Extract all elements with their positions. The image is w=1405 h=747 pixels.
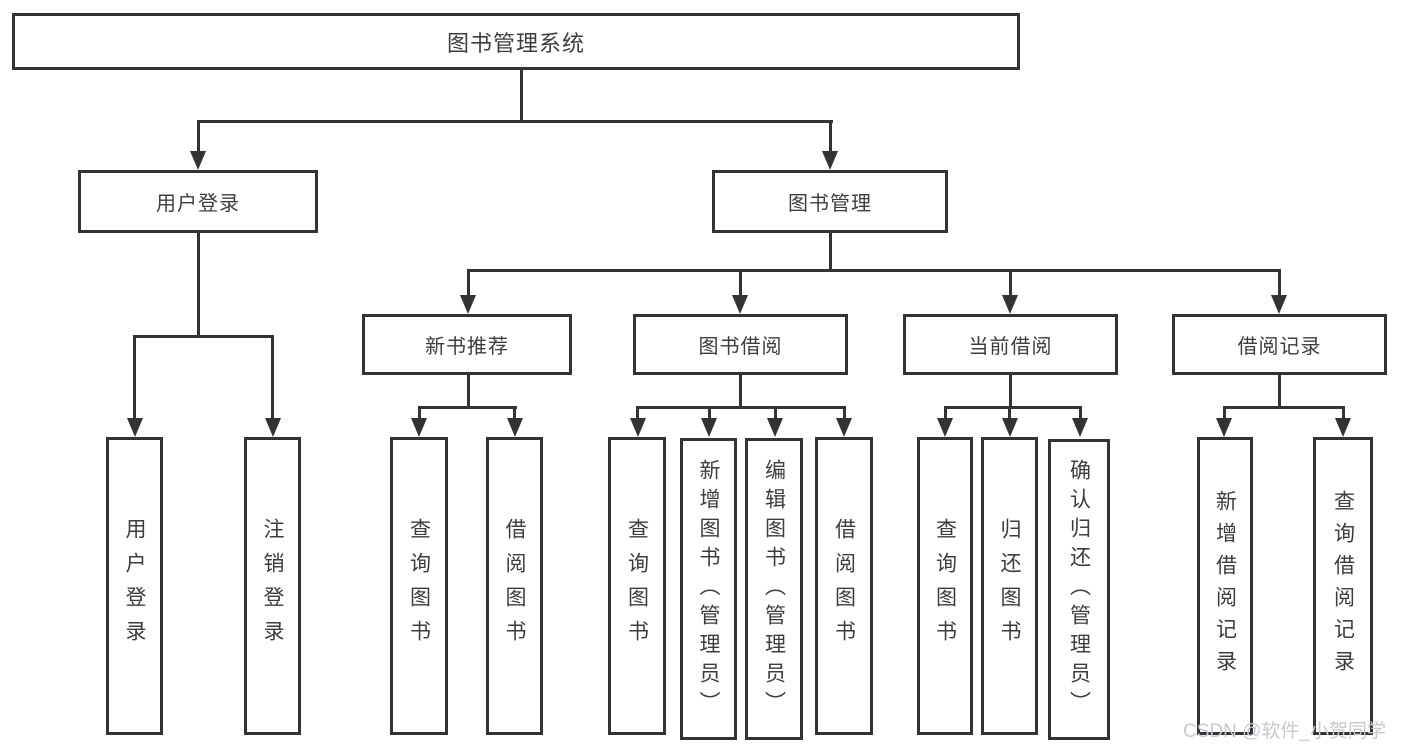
leaf-return-books: 归还图书	[981, 437, 1038, 735]
connector-line	[636, 406, 846, 409]
connector-line	[1277, 269, 1281, 296]
leaf-edit-book-admin: 编辑图书（管理员）	[745, 438, 803, 740]
arrow-down-icon	[1335, 418, 1351, 437]
connector-line	[773, 406, 777, 418]
connector-line	[417, 406, 421, 418]
connector-line	[1341, 406, 1345, 418]
node-current-borrowing: 当前借阅	[903, 314, 1118, 375]
arrow-down-icon	[822, 151, 838, 170]
connector-line	[466, 375, 470, 406]
connector-line	[842, 406, 846, 418]
connector-line	[271, 335, 274, 418]
connector-line	[738, 269, 742, 296]
csdn-watermark: CSDN @软件_小贺同学	[1183, 721, 1386, 742]
node-root: 图书管理系统	[12, 13, 1020, 70]
arrow-down-icon	[937, 418, 953, 437]
connector-line	[519, 70, 523, 120]
leaf-query-books-borrowing: 查询图书	[608, 437, 666, 735]
arrow-down-icon	[767, 418, 783, 437]
arrow-down-icon	[1216, 418, 1232, 437]
connector-line	[196, 120, 200, 152]
arrow-down-icon	[506, 418, 523, 437]
arrow-down-icon	[1271, 295, 1287, 314]
leaf-confirm-return-admin: 确认归还（管理员）	[1048, 439, 1110, 740]
connector-line	[636, 406, 639, 418]
arrow-down-icon	[264, 418, 281, 437]
leaf-add-borrow-record: 新增借阅记录	[1197, 437, 1253, 735]
leaf-borrow-books-recommend: 借阅图书	[486, 437, 543, 735]
connector-line	[1078, 406, 1082, 418]
arrow-down-icon	[701, 418, 717, 437]
connector-line	[943, 406, 947, 418]
arrow-down-icon	[126, 418, 143, 437]
leaf-borrow-books-borrowing: 借阅图书	[815, 437, 873, 735]
leaf-query-borrow-record: 查询借阅记录	[1313, 437, 1373, 735]
arrow-down-icon	[836, 418, 852, 437]
arrow-down-icon	[1072, 418, 1088, 437]
node-user-login: 用户登录	[78, 170, 318, 233]
arrow-down-icon	[629, 418, 646, 437]
node-borrowing-records: 借阅记录	[1172, 314, 1387, 375]
connector-line	[943, 406, 1082, 409]
arrow-down-icon	[411, 418, 427, 437]
leaf-user-login: 用户登录	[106, 437, 163, 735]
connector-line	[466, 269, 470, 296]
arrow-down-icon	[732, 295, 748, 314]
connector-line	[466, 269, 1281, 272]
connector-line	[738, 375, 742, 406]
connector-line	[1008, 375, 1012, 406]
arrow-down-icon	[460, 295, 476, 314]
connector-line	[133, 335, 274, 338]
connector-line	[196, 120, 833, 123]
arrow-down-icon	[1001, 418, 1018, 437]
connector-line	[133, 335, 136, 418]
connector-line	[417, 406, 517, 409]
leaf-query-books-current: 查询图书	[917, 437, 973, 735]
connector-line	[1008, 406, 1011, 418]
leaf-add-book-admin: 新增图书（管理员）	[680, 438, 737, 740]
node-book-borrowing: 图书借阅	[633, 314, 848, 375]
connector-line	[196, 233, 200, 335]
leaf-query-books-recommend: 查询图书	[390, 437, 448, 735]
connector-line	[513, 406, 516, 418]
node-new-book-recommendation: 新书推荐	[362, 314, 572, 375]
connector-line	[1008, 269, 1012, 296]
leaf-logout: 注销登录	[244, 437, 301, 735]
connector-line	[828, 120, 832, 152]
connector-line	[1277, 375, 1281, 406]
arrow-down-icon	[190, 151, 206, 170]
node-book-management: 图书管理	[712, 170, 948, 233]
connector-line	[828, 233, 832, 269]
connector-line	[1222, 406, 1226, 418]
arrow-down-icon	[1002, 295, 1018, 314]
connector-line	[707, 406, 711, 418]
connector-line	[1222, 406, 1345, 409]
